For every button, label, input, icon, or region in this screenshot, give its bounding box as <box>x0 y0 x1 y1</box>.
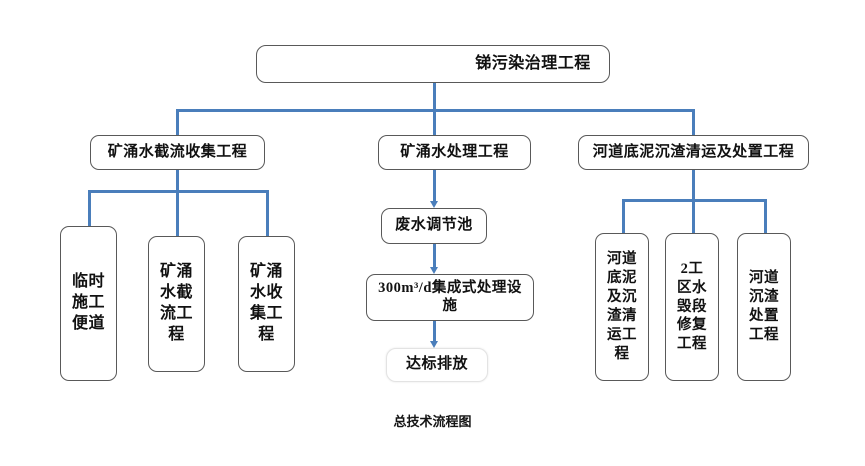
node-branch-3-label: 河道底泥沉渣清运及处置工程 <box>592 143 795 160</box>
diagram-caption: 总技术流程图 <box>393 414 472 429</box>
node-branch-2-child-2-label: 300m³/d集成式处理设施 <box>378 280 522 314</box>
node-branch-2[interactable]: 矿涌水处理工程 <box>378 135 531 170</box>
node-root[interactable]: 锑污染治理工程 <box>256 45 610 83</box>
connector-branch1-down <box>176 109 179 136</box>
connector-branch3-stem <box>692 168 695 201</box>
node-branch-2-child-1-label: 废水调节池 <box>395 217 473 234</box>
connector-branch3-down <box>692 109 695 136</box>
connector-branch2-down <box>433 109 436 136</box>
connector-child1-2-down <box>176 190 179 236</box>
node-branch-3-child-1[interactable]: 河道底泥及沉渣清运工程 <box>595 233 649 381</box>
node-branch-3-child-3-label: 河道沉渣处置工程 <box>749 270 779 343</box>
node-branch-1-child-3[interactable]: 矿涌水收集工程 <box>238 236 295 372</box>
node-branch-2-label: 矿涌水处理工程 <box>400 143 509 160</box>
node-branch-1-child-2[interactable]: 矿涌水截流工程 <box>148 236 205 372</box>
node-branch-3-child-2[interactable]: 2工区水毁段修复工程 <box>665 233 719 381</box>
connector-branch1-stem <box>176 168 179 192</box>
node-branch-1-child-1[interactable]: 临时施工便道 <box>60 226 117 381</box>
connector-child1-1-down <box>88 190 91 226</box>
node-branch-3-child-3[interactable]: 河道沉渣处置工程 <box>737 233 791 381</box>
connector-child3-3-down <box>764 199 767 233</box>
connector-child3-1-down <box>622 199 625 233</box>
node-branch-1-child-1-label: 临时施工便道 <box>71 273 105 332</box>
connector-child1-3-down <box>266 190 269 236</box>
node-branch-3-child-2-label: 2工区水毁段修复工程 <box>677 260 707 353</box>
node-branch-2-child-3[interactable]: 达标排放 <box>386 348 488 382</box>
node-branch-2-child-1[interactable]: 废水调节池 <box>381 208 487 244</box>
node-branch-1-child-2-label: 矿涌水截流工程 <box>159 263 193 343</box>
node-branch-2-child-2[interactable]: 300m³/d集成式处理设施 <box>366 274 534 321</box>
node-branch-3[interactable]: 河道底泥沉渣清运及处置工程 <box>578 135 809 170</box>
node-branch-1-label: 矿涌水截流收集工程 <box>107 143 248 160</box>
connector-child3-2-down <box>692 199 695 233</box>
node-branch-1-child-3-label: 矿涌水收集工程 <box>249 263 283 343</box>
diagram-caption-wrapper: 总技术流程图 <box>0 411 865 430</box>
connector-root-down <box>433 82 436 111</box>
node-root-label: 锑污染治理工程 <box>475 54 591 72</box>
node-branch-2-child-3-label: 达标排放 <box>405 356 468 373</box>
node-branch-3-child-1-label: 河道底泥及沉渣清运工程 <box>607 251 637 362</box>
node-branch-1[interactable]: 矿涌水截流收集工程 <box>90 135 265 170</box>
